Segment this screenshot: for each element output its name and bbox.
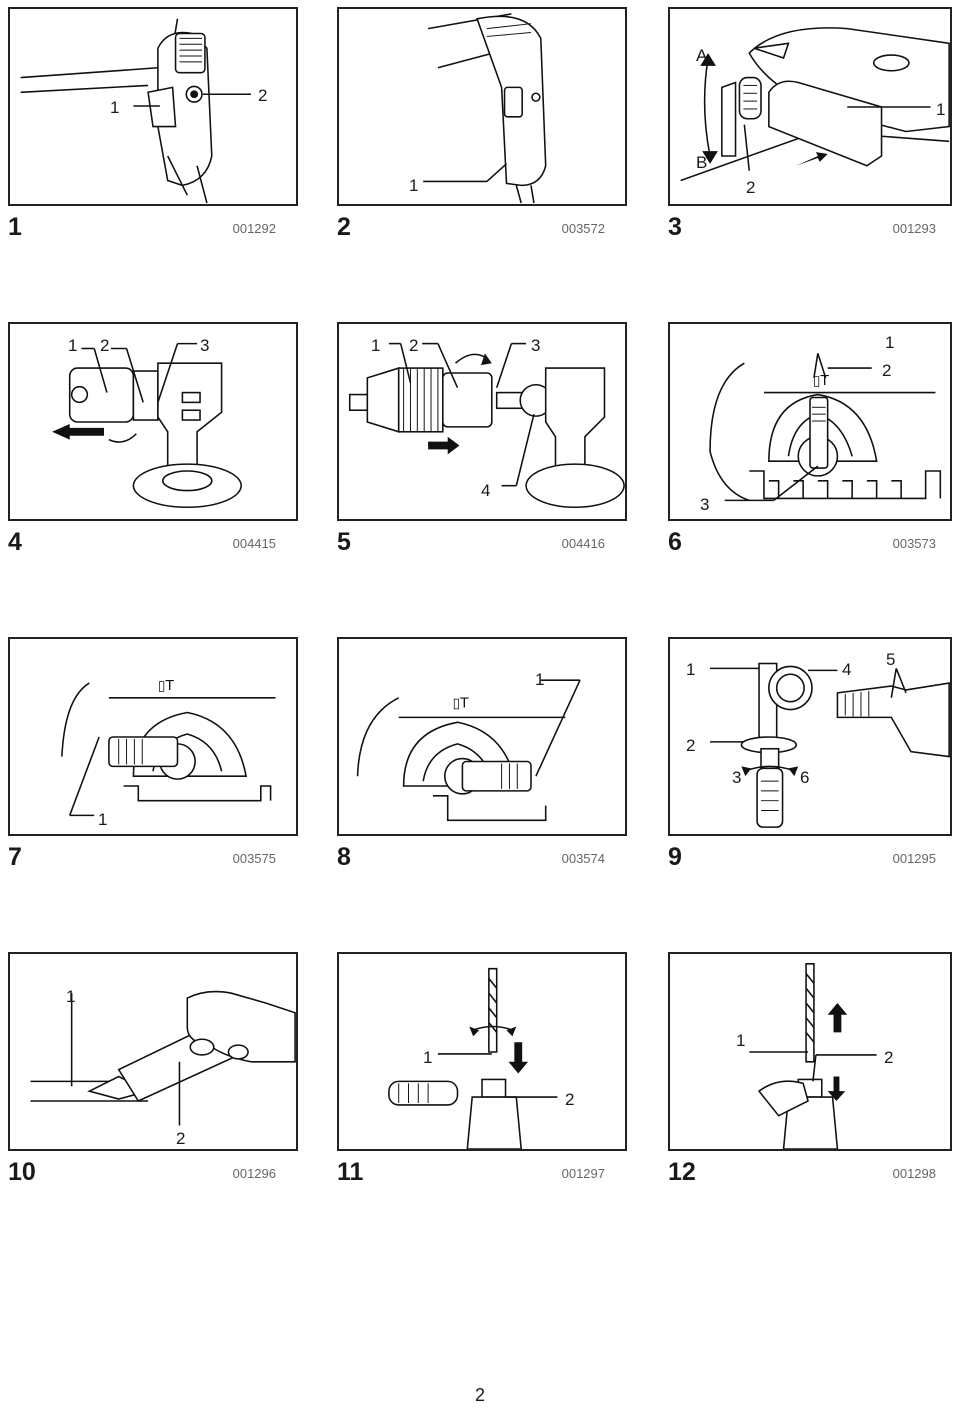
callout-1: 1 <box>686 660 696 679</box>
figure-number: 8 <box>337 843 351 871</box>
figure-1-panel: 1 2 <box>8 7 298 206</box>
callout-1: 1 <box>885 333 895 352</box>
figure-code: 004415 <box>232 536 276 551</box>
figure-number: 9 <box>668 843 682 871</box>
callout-1: 1 <box>98 810 108 829</box>
drill-side-illustration <box>20 18 251 204</box>
figure-code: 003574 <box>561 851 605 866</box>
callout-1: 1 <box>68 336 78 355</box>
figure-number: 1 <box>8 213 22 241</box>
figure-number: 7 <box>8 843 22 871</box>
figure-code: 003575 <box>232 851 276 866</box>
callout-2: 2 <box>409 336 419 355</box>
callout-1: 1 <box>371 336 381 355</box>
figure-number: 3 <box>668 213 682 241</box>
svg-text:▯T: ▯T <box>453 696 470 712</box>
figure-code: 001295 <box>892 851 936 866</box>
callout-1: 1 <box>66 987 76 1006</box>
callout-2: 2 <box>746 178 756 197</box>
figure-11-panel: 1 2 <box>337 952 627 1151</box>
mode-dial-illustration: ▯T <box>709 353 942 502</box>
callout-3: 3 <box>732 768 742 787</box>
callout-6: 6 <box>800 768 810 787</box>
mode-dial-left-illustration: ▯T <box>61 678 276 817</box>
figure-number: 4 <box>8 528 22 556</box>
svg-text:▯T: ▯T <box>158 678 175 694</box>
figure-number: 5 <box>337 528 351 556</box>
drill-switch-illustration <box>423 13 547 204</box>
figure-code: 001297 <box>561 1166 605 1181</box>
callout-5: 5 <box>886 650 896 669</box>
figure-code: 001296 <box>232 1166 276 1181</box>
callout-3: 3 <box>531 336 541 355</box>
figure-code: 001292 <box>232 221 276 236</box>
figure-number: 12 <box>668 1158 696 1186</box>
callout-2: 2 <box>882 361 892 380</box>
figure-number: 2 <box>337 213 351 241</box>
figure-12-panel: 1 2 <box>668 952 952 1151</box>
callout-1: 1 <box>736 1031 746 1050</box>
figure-number: 6 <box>668 528 682 556</box>
figure-code: 004416 <box>561 536 605 551</box>
figure-7-panel: ▯T 1 <box>8 637 298 836</box>
figure-9-panel: 1 4 5 2 3 6 <box>668 637 952 836</box>
callout-1: 1 <box>535 670 545 689</box>
bit-insert-illustration <box>388 967 558 1149</box>
page-number: 2 <box>474 1385 485 1405</box>
mode-dial-right-illustration: ▯T <box>356 679 581 822</box>
figure-8-panel: ▯T 1 <box>337 637 627 836</box>
callout-4: 4 <box>842 660 852 679</box>
figure-10-panel: 1 2 <box>8 952 298 1151</box>
chuck-install-illustration <box>348 342 625 509</box>
figure-6-panel: ▯T 1 2 3 <box>668 322 952 521</box>
callout-2: 2 <box>686 736 696 755</box>
callout-B: B <box>696 153 708 172</box>
figure-4-panel: 1 2 3 <box>8 322 298 521</box>
figure-number: 11 <box>337 1158 364 1186</box>
callout-1: 1 <box>110 98 120 117</box>
bit-remove-illustration <box>749 963 877 1149</box>
figure-3-panel: A B 1 2 <box>668 7 952 206</box>
callout-2: 2 <box>176 1129 186 1148</box>
callout-3: 3 <box>700 495 710 514</box>
svg-text:▯T: ▯T <box>813 373 830 389</box>
side-grip-illustration <box>710 662 950 828</box>
callout-2: 2 <box>100 336 110 355</box>
figure-code: 001293 <box>892 221 936 236</box>
mode-lever-illustration <box>680 27 950 182</box>
figure-5-panel: 1 2 3 4 <box>337 322 627 521</box>
callout-4: 4 <box>481 481 491 500</box>
chuck-removal-illustration <box>52 342 242 509</box>
callout-2: 2 <box>565 1090 575 1109</box>
callout-2: 2 <box>258 86 268 105</box>
callout-1: 1 <box>936 100 946 119</box>
figure-2-panel: 1 <box>337 7 627 206</box>
callout-1: 1 <box>409 176 419 195</box>
dust-blower-illustration <box>30 990 296 1126</box>
figure-code: 003572 <box>561 221 605 236</box>
callout-1: 1 <box>423 1048 433 1067</box>
callout-A: A <box>696 46 708 65</box>
figure-number: 10 <box>8 1158 36 1186</box>
callout-2: 2 <box>884 1048 894 1067</box>
figure-code: 003573 <box>892 536 936 551</box>
figure-code: 001298 <box>892 1166 936 1181</box>
callout-3: 3 <box>200 336 210 355</box>
